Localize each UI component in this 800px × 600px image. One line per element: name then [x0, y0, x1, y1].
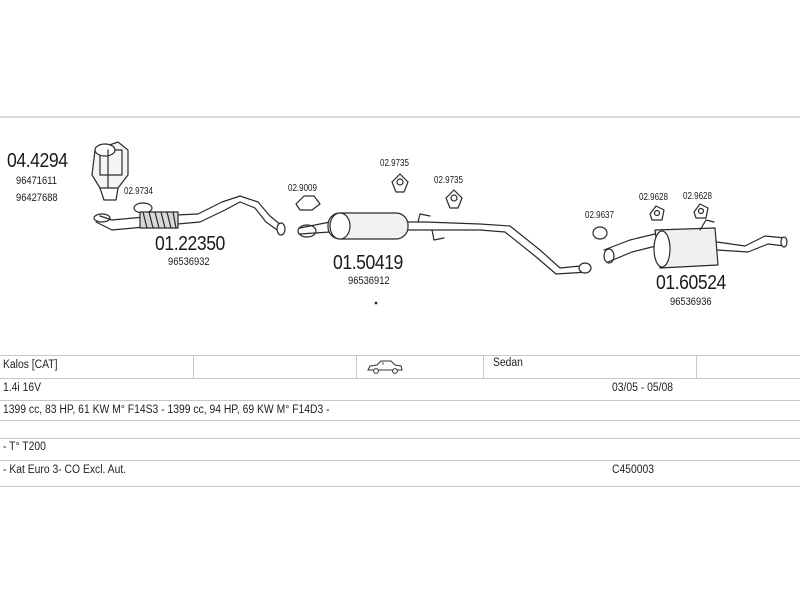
part-code: 04.4294 — [7, 150, 68, 172]
small-part-code: 02.9735 — [380, 158, 409, 169]
part-code: 01.22350 — [155, 233, 225, 255]
period-cell: 03/05 - 05/08 — [612, 382, 674, 394]
small-part-code: 02.9628 — [683, 191, 712, 202]
table-rule — [0, 420, 800, 421]
gasket-02-9637-drawing — [592, 226, 608, 240]
rubber-mount-02-9628-a-drawing — [649, 205, 665, 221]
rubber-mount-02-9628-b-drawing — [693, 203, 709, 219]
table-divider — [193, 356, 194, 378]
small-part-code: 02.9009 — [288, 183, 317, 194]
part-code: 01.60524 — [656, 272, 726, 294]
rear-silencer-drawing — [603, 219, 788, 269]
body-type-cell: Sedan — [493, 357, 523, 369]
table-rule — [0, 400, 800, 401]
catalytic-converter-drawing — [91, 141, 129, 201]
small-part-code: 02.9734 — [124, 186, 153, 197]
part-ref: 96471611 — [16, 175, 57, 187]
engine-cell: 1.4i 16V — [3, 382, 41, 394]
table-rule — [0, 355, 800, 356]
small-part-code: 02.9628 — [639, 192, 668, 203]
part-ref: 96536932 — [168, 256, 210, 268]
gasket-02-9009-drawing — [297, 224, 317, 238]
centre-silencer-drawing — [299, 212, 592, 275]
sedan-car-icon — [367, 360, 403, 374]
table-rule — [0, 378, 800, 379]
table-divider — [696, 356, 697, 378]
table-divider — [356, 356, 357, 378]
table-rule — [0, 438, 800, 439]
small-part-code: 02.9637 — [585, 210, 614, 221]
part-code: 01.50419 — [333, 252, 403, 274]
part-ref: 96536936 — [670, 296, 712, 308]
type-cell: - T° T200 — [3, 441, 46, 453]
part-ref: 96536912 — [348, 275, 390, 287]
table-rule — [0, 486, 800, 487]
specs-cell: 1399 cc, 83 HP, 61 KW M° F14S3 - 1399 cc… — [3, 404, 330, 416]
table-rule — [0, 460, 800, 461]
catalog-code-cell: C450003 — [612, 464, 655, 476]
front-pipe-drawing — [93, 195, 286, 236]
notes-cell: - Kat Euro 3- CO Excl. Aut. — [3, 464, 127, 476]
table-divider — [483, 356, 484, 378]
model-cell: Kalos [CAT] — [3, 359, 58, 371]
rubber-mount-02-9735-a-drawing — [391, 173, 409, 193]
part-ref: 96427688 — [16, 192, 58, 204]
small-part-code: 02.9735 — [434, 175, 463, 186]
rubber-mount-02-9735-b-drawing — [445, 189, 463, 209]
